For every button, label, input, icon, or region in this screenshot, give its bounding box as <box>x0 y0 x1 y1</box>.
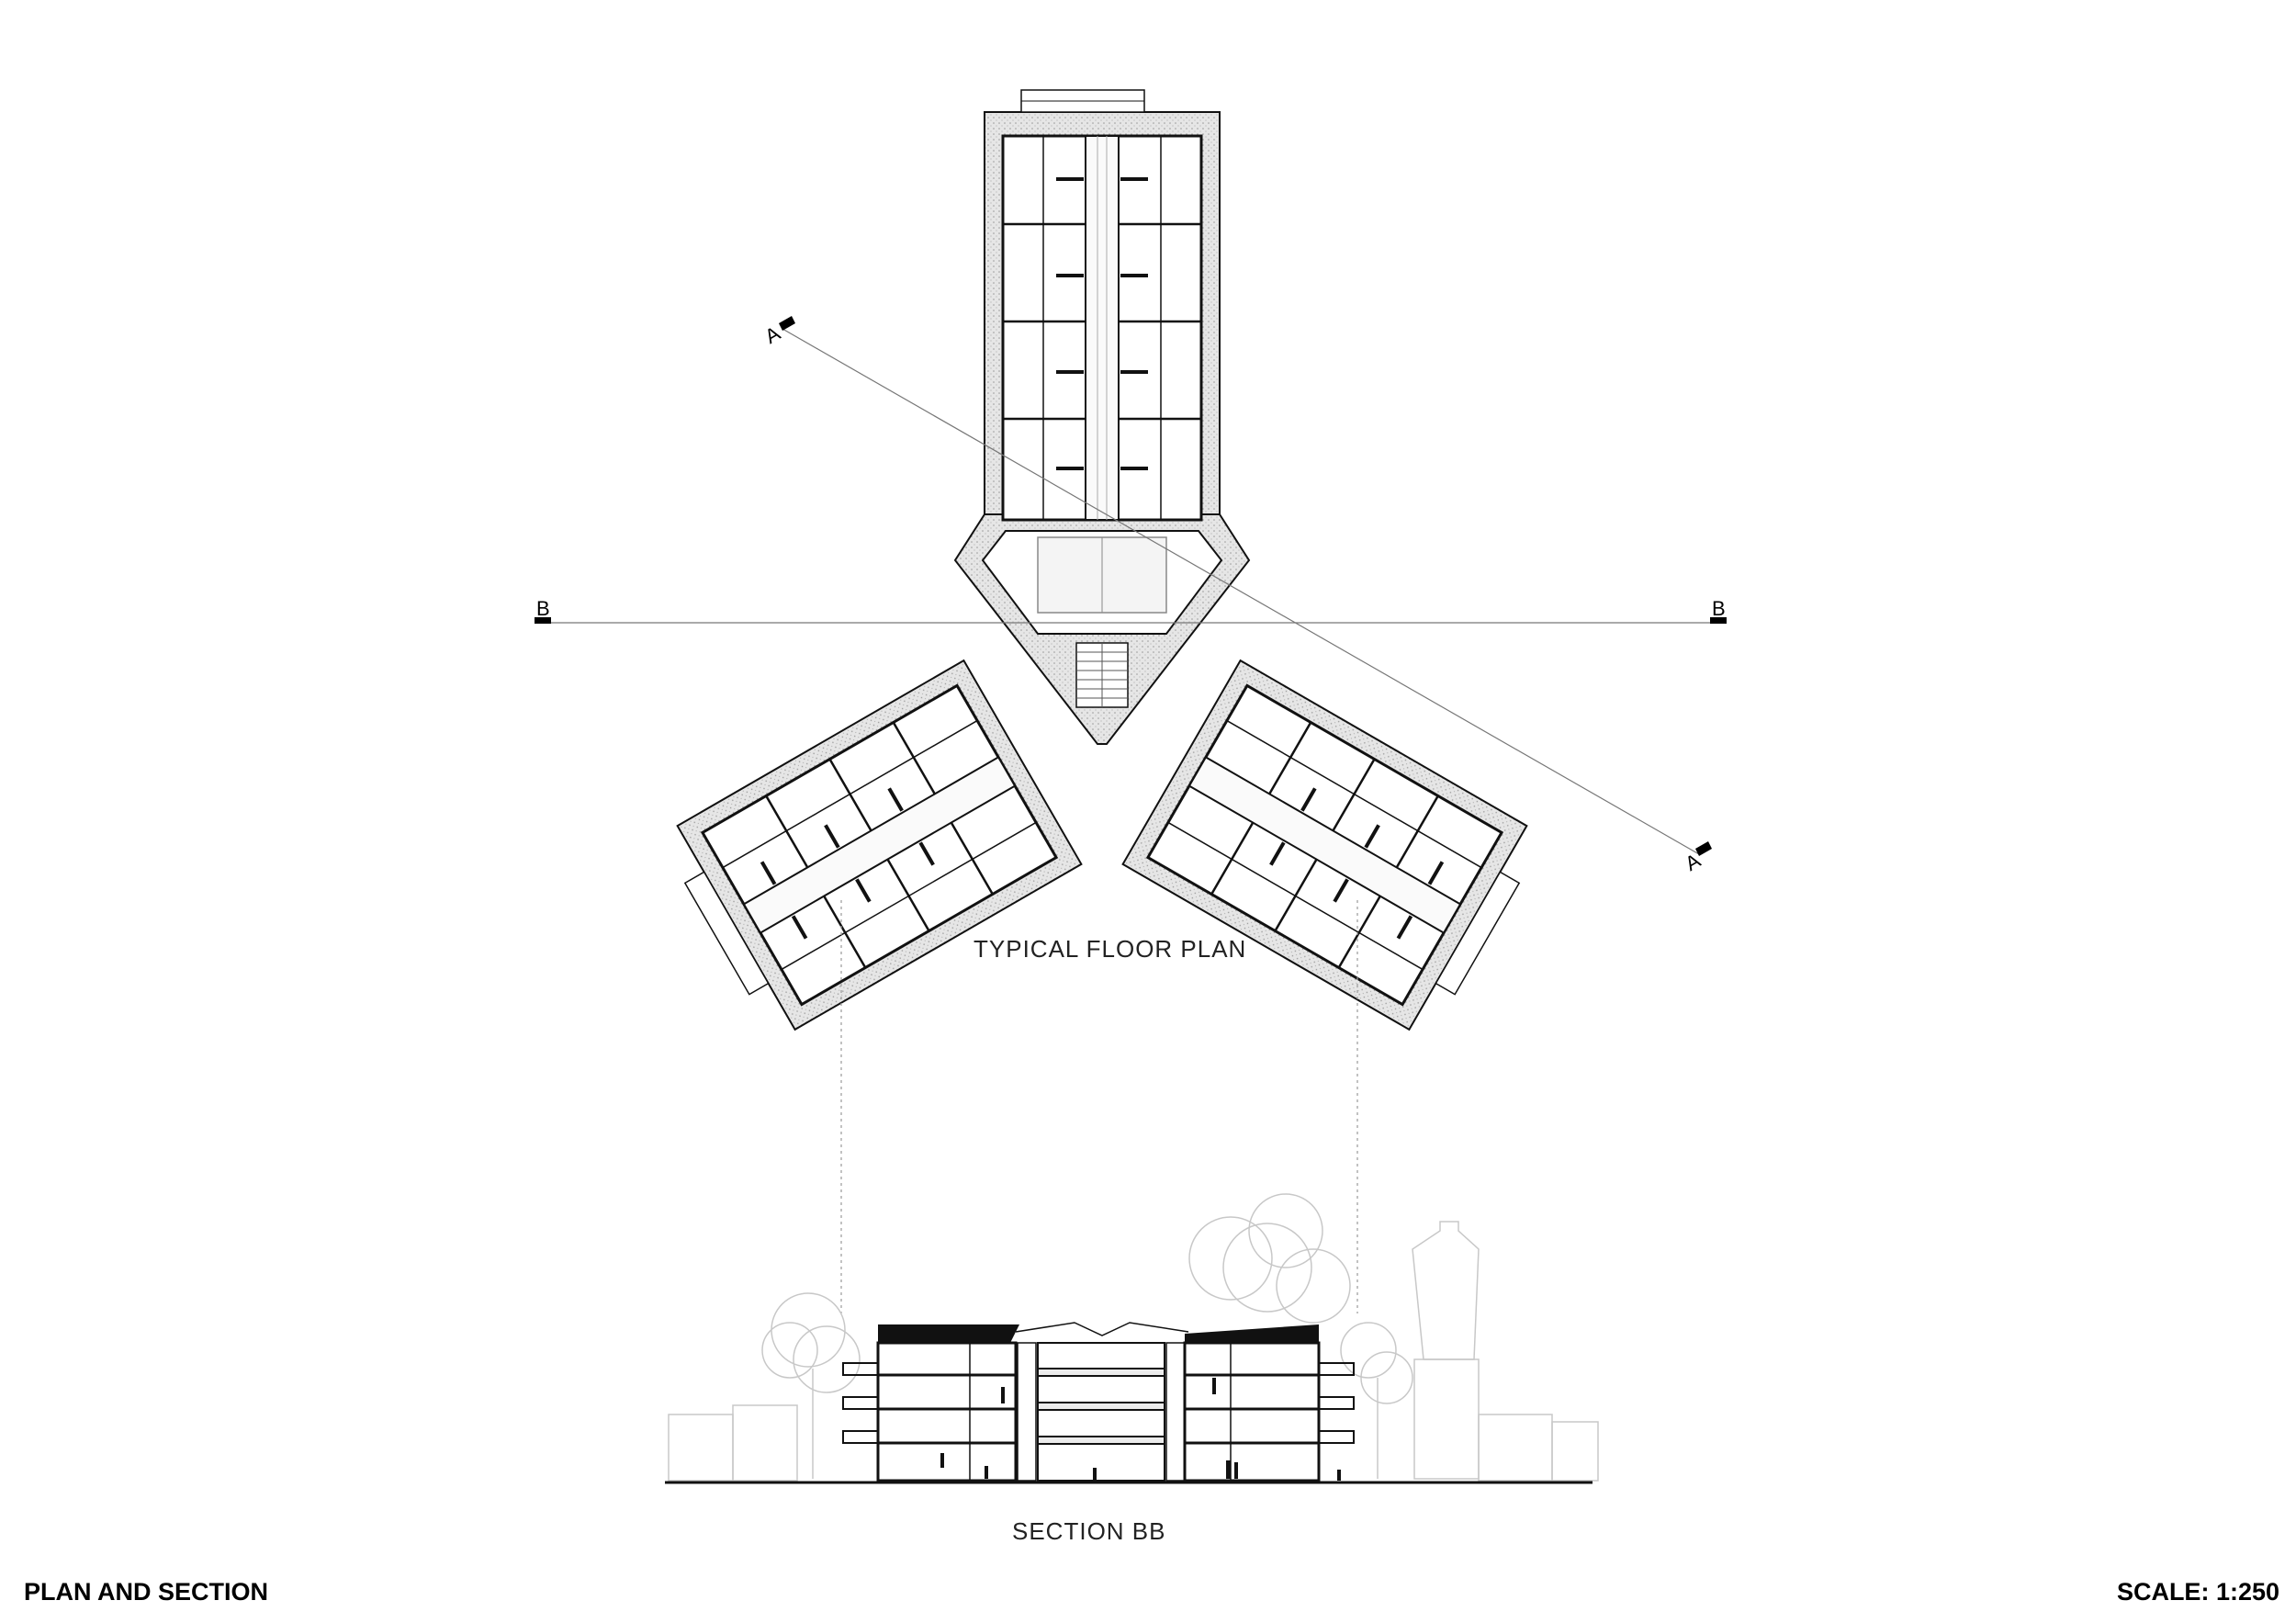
scale-label: SCALE: 1:250 <box>2116 1578 2279 1606</box>
building-section <box>665 1193 1599 1484</box>
sheet-title: PLAN AND SECTION <box>24 1578 269 1606</box>
section-line-aa <box>779 316 1712 856</box>
section-left-block <box>842 1324 1019 1482</box>
southeast-wing <box>1145 683 1521 1007</box>
floor-plan <box>535 89 1727 1313</box>
section-title: SECTION BB <box>1012 1517 1166 1545</box>
background-context <box>668 1193 1599 1482</box>
section-line-bb <box>535 617 1727 624</box>
north-wing <box>1001 89 1203 522</box>
plan-title: TYPICAL FLOOR PLAN <box>974 935 1247 963</box>
section-marker-b-left: B <box>536 597 550 620</box>
section-core <box>1015 1322 1189 1482</box>
southwest-wing <box>683 683 1059 1007</box>
section-right-block <box>1183 1324 1355 1482</box>
central-core <box>981 530 1223 708</box>
section-marker-b-right: B <box>1712 597 1726 620</box>
projection-lines <box>840 900 1358 1313</box>
people-figures <box>940 1378 1341 1481</box>
